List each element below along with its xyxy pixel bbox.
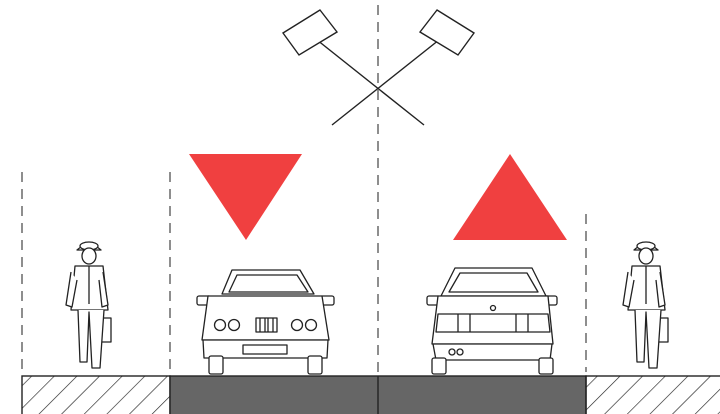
pedestrian-icon [65, 241, 112, 369]
car-rear-icon [426, 267, 558, 375]
crossed-flags-icon [281, 9, 476, 126]
ground-profile [21, 375, 720, 414]
right-sidewalk [585, 375, 720, 414]
dashed-guide-lines [21, 5, 587, 372]
left-sidewalk [21, 375, 171, 414]
priority-triangle-icon [453, 154, 567, 240]
pedestrian-icon [622, 241, 669, 369]
yield-sign-icon [189, 154, 302, 240]
car-front-icon [196, 269, 335, 375]
